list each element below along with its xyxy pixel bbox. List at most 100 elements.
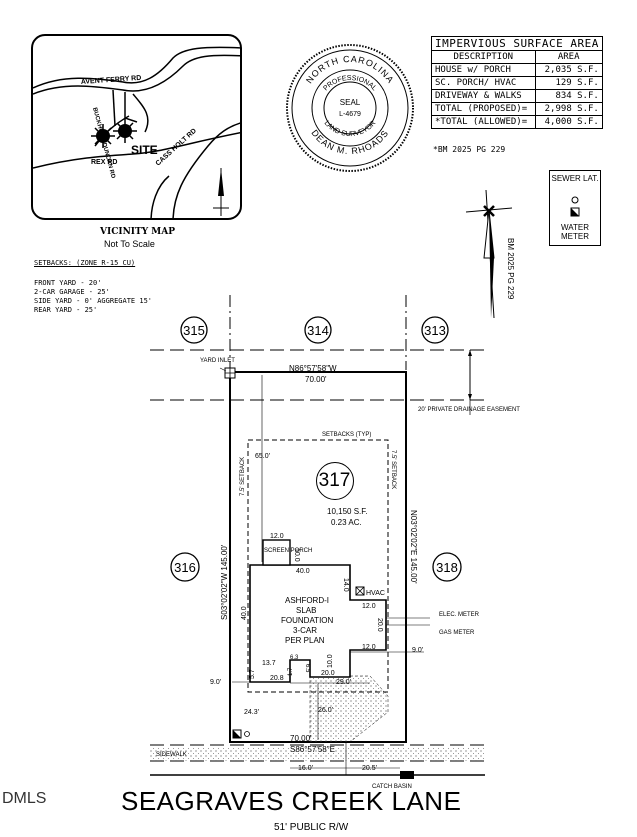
setbacks-heading: SETBACKS: (ZONE R-15 CU) [34, 259, 136, 267]
impervious-header-area: AREA [534, 50, 603, 64]
right-dim-9: 9.0' [412, 647, 423, 654]
lot-circle-315: 315 [180, 316, 208, 344]
north-arrow: BM 2025 PG 229 [465, 189, 515, 319]
table-cell: HOUSE w/ PORCH [431, 63, 536, 77]
gas-meter-label: GAS METER [439, 630, 475, 636]
table-cell: 834 S.F. [534, 89, 603, 103]
table-row: TOTAL (PROPOSED)=2,998 S.F. [431, 102, 603, 116]
svg-text:314: 314 [307, 323, 329, 338]
svg-text:316: 316 [174, 560, 196, 575]
seal-land-surveyor: LAND SURVEYOR [323, 120, 378, 138]
seal-professional: PROFESSIONAL [322, 75, 377, 92]
road-avent-ferry: AVENT FERRY RD [81, 75, 142, 86]
table-cell: TOTAL (PROPOSED)= [431, 102, 536, 116]
lot-circle-316: 316 [170, 552, 200, 582]
driveway-dim-26: 26.0' [318, 707, 333, 714]
house-dim-5-7: 5.7 [249, 669, 256, 679]
front-distance: 70.00' [290, 734, 312, 743]
setback-front: FRONT YARD - 20' [34, 279, 102, 287]
sewer-cleanout-icon [571, 196, 579, 204]
screen-porch-label: SCREEN PORCH [264, 548, 312, 554]
left-bearing: S03°02'02"W 145.00' [220, 544, 229, 620]
svg-text:315: 315 [183, 323, 205, 338]
house-dim-10-lower: 10.0 [327, 654, 334, 668]
dim-20-5: 20.5' [362, 765, 377, 772]
table-cell: 2,998 S.F. [534, 102, 603, 116]
setback-garage: 2-CAR GARAGE - 25' [34, 288, 110, 296]
sidewalk-label: SIDEWALK [156, 752, 187, 758]
setback-rear: REAR YARD - 25' [34, 306, 98, 314]
house-dim-40-left: 40.0 [241, 606, 248, 620]
driveway-area [310, 676, 388, 742]
lot-number-main: 317 [318, 470, 351, 491]
house-dim-20-right: 20.0 [376, 618, 383, 632]
house-dim-13-7: 13.7 [262, 660, 276, 667]
site-label: SITE [131, 143, 158, 157]
right-bearing: N03°02'02"E 145.00' [409, 510, 418, 584]
impervious-area-table: IMPERVIOUS SURFACE AREA DESCRIPTION AREA… [431, 36, 603, 129]
house-dim-12-lower: 12.0 [362, 644, 376, 651]
vicinity-subtitle: Not To Scale [104, 239, 155, 249]
lot-circle-314: 314 [304, 316, 332, 344]
lot-317-boundary [229, 371, 407, 743]
table-cell: 2,035 S.F. [534, 63, 603, 77]
rear-distance: 70.00' [305, 375, 327, 384]
lot-circle-317: 317 [316, 462, 354, 500]
table-cell: *TOTAL (ALLOWED)= [431, 115, 536, 129]
table-cell: 129 S.F. [534, 76, 603, 90]
table-cell: 4,000 S.F. [534, 115, 603, 129]
impervious-header-description: DESCRIPTION [431, 50, 536, 64]
road-cass-holt: CASS HOLT RD [155, 127, 198, 167]
house-dim-40-top: 40.0 [296, 568, 310, 575]
catch-basin-label: CATCH BASIN [372, 784, 412, 790]
north-arrow-icon [465, 189, 513, 319]
table-cell: SC. PORCH/ HVAC [431, 76, 536, 90]
hvac-label: HVAC [366, 590, 385, 597]
sidewalk-area [150, 747, 485, 761]
street-name: SEAGRAVES CREEK LANE [121, 786, 462, 816]
vicinity-map: AVENT FERRY RD BUCKHORN DUNCAN RD REX RD… [31, 34, 242, 220]
house-garage: 3-CAR [293, 626, 317, 635]
house-dim-6-5: 6.5 [304, 664, 310, 673]
rear-bearing: N86°57'58"W [289, 364, 337, 373]
left-setback-label: 7.5' SETBACK [240, 457, 246, 496]
impervious-title: IMPERVIOUS SURFACE AREA [431, 36, 603, 51]
house-dim-14: 14.0 [342, 578, 349, 592]
setbacks-typ-label: SETBACKS (TYP) [322, 432, 371, 438]
house-dim-20-8: 20.8 [270, 675, 284, 682]
vicinity-north-arrow-icon [213, 168, 229, 216]
rear-setback-dim: 65.0' [255, 453, 270, 460]
elec-meter-label: ELEC. METER [439, 612, 480, 618]
house-dim-1-7: 1.7 [288, 667, 294, 676]
drainage-easement-label: 20' PRIVATE DRAINAGE EASEMENT [418, 407, 520, 413]
porch-dim-10: 10.0 [293, 548, 300, 562]
setback-envelope [247, 439, 389, 693]
right-setback-label: 7.5' SETBACK [390, 450, 396, 489]
lot-area-sf: 10,150 S.F. [327, 507, 367, 516]
street-row: 51' PUBLIC R/W [274, 822, 349, 833]
impervious-note: *BM 2025 PG 229 [433, 145, 506, 154]
setback-side: SIDE YARD - 0' AGGREGATE 15' [34, 297, 153, 305]
house-per-plan: PER PLAN [285, 636, 325, 645]
lot-circle-313: 313 [421, 316, 449, 344]
left-dim-9: 9.0' [210, 679, 221, 686]
watermark: DMLS [2, 790, 47, 807]
plat-drawing: 315 314 313 316 318 [150, 295, 520, 790]
svg-text:318: 318 [436, 560, 458, 575]
house-footprint [249, 564, 387, 683]
vicinity-title: VICINITY MAP [100, 227, 175, 237]
house-dim-6-3: 6.3 [290, 655, 299, 661]
front-bearing: S86°57'58"E [290, 745, 335, 754]
utility-legend: SEWER LAT. WATER METER [549, 170, 601, 246]
lot-area-ac: 0.23 AC. [331, 518, 362, 527]
site-marker-icon [91, 119, 137, 148]
legend-water-label: WATER METER [561, 223, 589, 241]
lot-circle-318: 318 [432, 552, 462, 582]
vicinity-map-drawing: AVENT FERRY RD BUCKHORN DUNCAN RD REX RD… [33, 46, 240, 218]
house-model: ASHFORD-I [285, 596, 329, 605]
front-dim-24-3: 24.3' [244, 709, 259, 716]
